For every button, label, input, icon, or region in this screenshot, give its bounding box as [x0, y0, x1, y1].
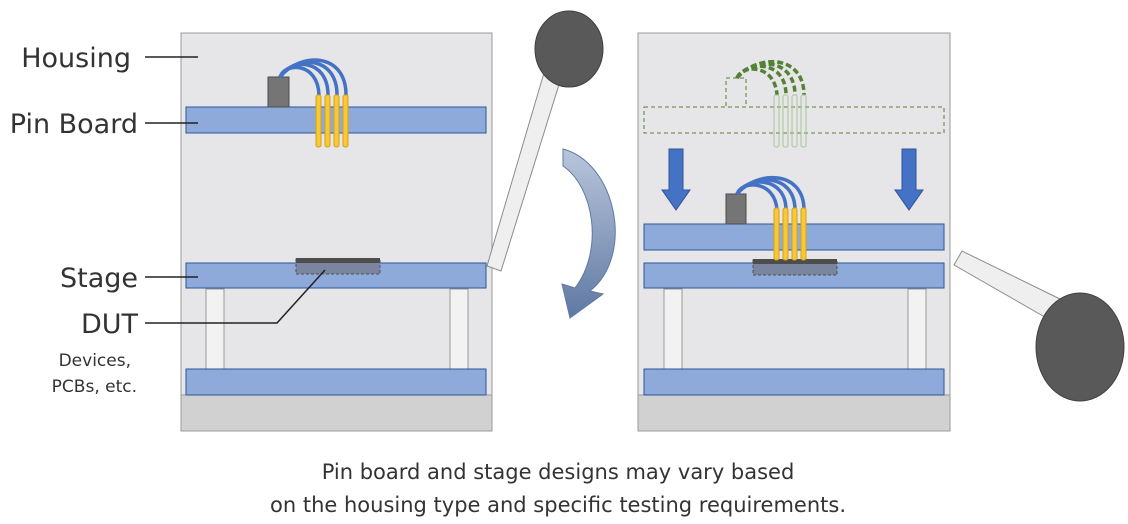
caption-line-1: Pin board and stage designs may vary bas… — [321, 460, 795, 484]
pins-left — [315, 94, 349, 148]
connector-right — [725, 193, 747, 225]
open-fixture — [180, 32, 493, 432]
dut-top-left — [296, 258, 380, 263]
down-arrow-icon-right — [894, 148, 924, 211]
ghost-pin-board — [643, 59, 945, 148]
connector-left — [267, 76, 290, 108]
lever-raised — [486, 10, 604, 272]
leader-lines — [145, 56, 326, 324]
lever-handle-lowered — [953, 250, 1063, 321]
pillar-left-b — [449, 288, 469, 370]
stage-label: Stage — [60, 263, 138, 294]
base-left — [180, 394, 493, 432]
bottom-board-right — [643, 368, 945, 396]
lever-knob-lowered — [1035, 292, 1125, 402]
pillar-right-b — [907, 288, 927, 370]
caption: Pin board and stage designs may vary bas… — [0, 456, 1116, 522]
down-arrow-icon — [661, 148, 691, 211]
bottom-board-left — [185, 368, 487, 396]
dut-top-right — [753, 259, 837, 264]
wires-right — [735, 175, 806, 211]
dut-note-line1: Devices, — [59, 351, 131, 371]
pillar-right-a — [663, 288, 683, 370]
curved-arrow-icon — [561, 148, 616, 319]
housing-label: Housing — [21, 43, 131, 74]
closed-fixture — [637, 32, 951, 432]
pillar-left-a — [205, 288, 225, 370]
pins-right — [773, 207, 807, 261]
dut-label: DUT — [81, 309, 139, 340]
lever-knob-raised — [534, 10, 604, 88]
dut-note-line2: PCBs, etc. — [52, 377, 137, 397]
wires-left — [278, 58, 348, 96]
caption-line-2: on the housing type and specific testing… — [270, 493, 846, 517]
lever-handle-raised — [486, 55, 567, 272]
pin-board-label: Pin Board — [10, 109, 138, 140]
lever-lowered — [953, 250, 1125, 402]
base-right — [637, 394, 951, 432]
